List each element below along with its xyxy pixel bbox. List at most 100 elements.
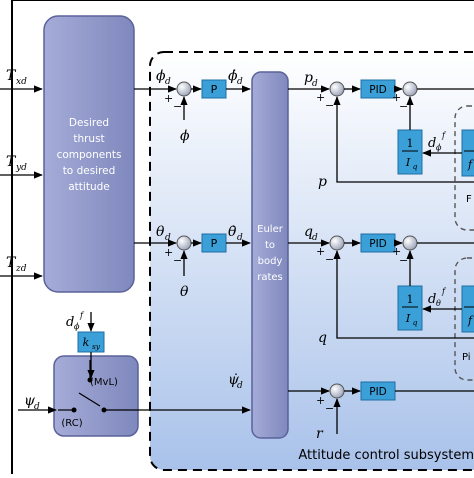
sign-minus-roll-out: − xyxy=(399,100,408,113)
dphi-f-label: d xyxy=(66,315,74,330)
sign-minus-pitch-out: − xyxy=(399,254,408,267)
roll-partial-label: F xyxy=(466,194,472,205)
sign-plus-roll-out: + xyxy=(392,91,401,104)
sum-theta xyxy=(176,235,192,251)
sign-minus-p: − xyxy=(325,99,334,112)
phi-dot-d-label: ϕ̇ xyxy=(228,68,238,84)
dphi-f2-sub: ϕ xyxy=(436,143,442,152)
desired-thrust-line-5: attitude xyxy=(68,181,109,193)
pitch-partial-panel xyxy=(454,257,474,381)
switch-rc-label: (RC) xyxy=(61,418,82,429)
p-gain-pitch: P xyxy=(201,233,227,253)
desired-thrust-line-2: thrust xyxy=(73,133,104,145)
sum-q xyxy=(329,235,345,251)
ty-sub: yd xyxy=(15,163,27,173)
ksy-sub: sy xyxy=(92,342,101,351)
q-d-sub: d xyxy=(312,233,318,243)
desired-thrust-line-4: to desired xyxy=(63,165,116,177)
pid-pitch-label: PID xyxy=(369,238,387,250)
ksy-label: k xyxy=(83,336,90,349)
psi-dot-d-label: ψ̇ xyxy=(228,372,240,388)
pitch-partial-label: Pi xyxy=(462,352,471,363)
r-feedback-label: r xyxy=(316,426,324,442)
sign-plus-r: + xyxy=(316,394,325,407)
euler-line-1: Euler xyxy=(257,224,284,235)
tx-sub: xd xyxy=(16,77,27,87)
p-gain-pitch-label: P xyxy=(211,237,218,250)
switch-mvl-label: (MvL) xyxy=(90,377,118,388)
sign-plus-theta: + xyxy=(164,246,173,259)
phi-d-sub: d xyxy=(165,77,171,87)
mode-switch-block: (MvL) (RC) xyxy=(53,355,139,437)
subsystem-label: Attitude control subsystem xyxy=(298,448,474,463)
theta-dot-d-label: θ̇ xyxy=(228,224,237,240)
sign-plus-pitch-out: + xyxy=(392,245,401,258)
sum-phi xyxy=(176,81,192,97)
frac-num-roll: 1 xyxy=(407,137,414,150)
outer-frame xyxy=(11,0,474,474)
dtheta-f-label: d xyxy=(428,292,436,307)
fe-pitch-f: f xyxy=(467,314,474,327)
pid-pitch: PID xyxy=(360,233,396,253)
connections xyxy=(0,85,474,434)
frac-den-roll: I xyxy=(405,156,411,169)
sum-roll-out xyxy=(402,81,418,97)
euler-line-2: to xyxy=(265,240,275,251)
p-d-sub: d xyxy=(312,79,318,89)
frac-den-sub-pitch: q xyxy=(413,318,418,327)
dphi-f2-sup: f xyxy=(441,131,447,140)
dphi-f-sub: ϕ xyxy=(74,322,80,331)
tz-label: T xyxy=(6,255,17,271)
sign-minus-q: − xyxy=(325,253,334,266)
frac-num-pitch: 1 xyxy=(407,293,414,306)
phi-dot-d-sub: d xyxy=(237,77,243,87)
pid-yaw-label: PID xyxy=(369,386,387,398)
p-feedback-label: p xyxy=(318,174,327,190)
ksy-gain-block: k sy xyxy=(77,331,105,353)
fe-block-roll: f xyxy=(461,129,474,177)
sum-r xyxy=(329,383,345,399)
euler-line-4: rates xyxy=(257,272,283,283)
sum-junctions xyxy=(176,81,418,399)
frac-den-pitch: I xyxy=(405,312,411,325)
sign-plus-phi: + xyxy=(164,92,173,105)
psi-dot-d-sub: d xyxy=(237,381,243,391)
theta-d-label: θ xyxy=(156,224,165,240)
theta-d-sub: d xyxy=(165,233,171,243)
dphi-f-sup: f xyxy=(79,311,85,320)
psi-d-label: ψ xyxy=(24,393,36,409)
q-feedback-label: q xyxy=(318,330,327,346)
attitude-subsystem-panel xyxy=(149,51,474,471)
dphi-f2-label: d xyxy=(428,136,436,151)
p-gain-roll-label: P xyxy=(211,83,218,96)
sign-minus-r: − xyxy=(325,402,334,415)
p-d-label: p xyxy=(304,70,313,86)
pid-yaw: PID xyxy=(360,381,396,401)
tz-sub: zd xyxy=(15,264,27,274)
euler-line-3: body xyxy=(258,256,283,267)
dtheta-f-sup: f xyxy=(441,287,447,296)
sign-plus-p: + xyxy=(316,91,325,104)
frac-den-sub-roll: q xyxy=(413,162,418,171)
q-d-label: q xyxy=(304,224,313,240)
sum-p xyxy=(329,81,345,97)
sum-signs: + − + − + − + − + − + − + − xyxy=(164,91,408,415)
signal-labels: T xd T yd T zd ψ d d ϕ f ϕ d ϕ ϕ̇ d p d … xyxy=(6,68,447,442)
fe-roll-f: f xyxy=(467,158,474,171)
sum-pitch-out xyxy=(402,235,418,251)
inverse-inertia-roll: 1 I q xyxy=(397,129,423,175)
desired-thrust-line-3: components xyxy=(57,149,122,161)
sign-plus-q: + xyxy=(316,245,325,258)
desired-thrust-line-1: Desired xyxy=(69,117,109,129)
sign-minus-theta: − xyxy=(173,254,182,267)
theta-feedback-label: θ xyxy=(180,284,189,300)
euler-to-body-rates-block: Euler to body rates xyxy=(251,71,289,439)
pid-roll-label: PID xyxy=(369,84,387,96)
roll-partial-panel xyxy=(454,105,474,231)
sign-minus-phi: − xyxy=(173,100,182,113)
phi-d-label: ϕ xyxy=(156,68,166,84)
tx-label: T xyxy=(6,68,17,84)
ty-label: T xyxy=(6,154,17,170)
psi-d-sub: d xyxy=(34,402,40,412)
